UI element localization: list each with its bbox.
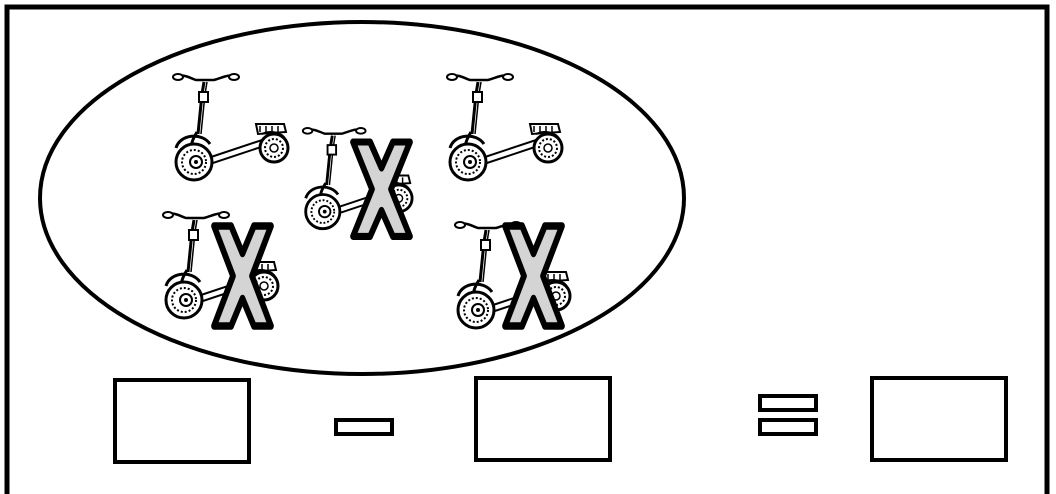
minus-sign-icon: [334, 418, 394, 436]
equals-sign-icon: [758, 394, 818, 436]
group-oval: [38, 20, 686, 376]
answer-box-first[interactable]: [113, 378, 251, 464]
answer-box-second[interactable]: [474, 376, 612, 462]
answer-box-result[interactable]: [870, 376, 1008, 462]
